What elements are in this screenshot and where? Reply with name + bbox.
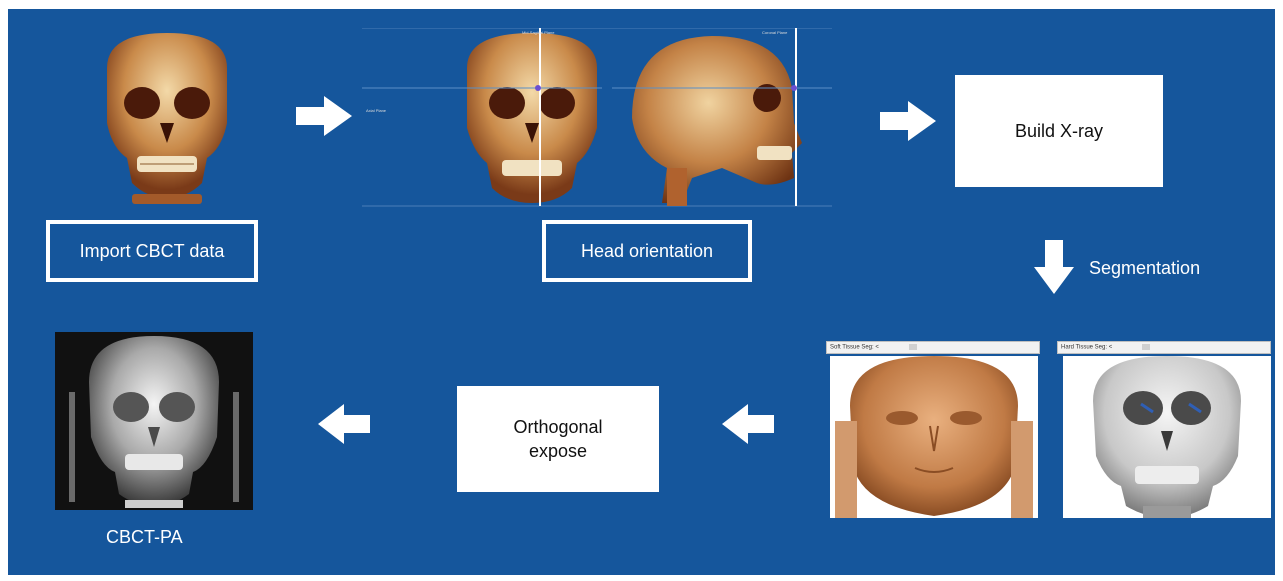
orthogonal-expose-text-line2: expose xyxy=(529,439,587,463)
hard-tissue-seg-label: Hard Tissue Seg: xyxy=(1061,345,1107,351)
arrow-left-icon xyxy=(318,404,370,444)
cbct-pa-xray-image xyxy=(55,332,253,510)
hard-tissue-seg-bar: Hard Tissue Seg: < xyxy=(1057,341,1271,354)
segmentation-label: Segmentation xyxy=(1089,258,1200,279)
soft-tissue-face-image xyxy=(830,356,1038,518)
axial-plane-label: Axial Plane xyxy=(366,108,386,113)
arrow-right-icon xyxy=(880,101,936,141)
head-orientation-image: Axial Plane Mid-Sagittal Plane Coronal P… xyxy=(362,28,832,208)
head-orientation-text: Head orientation xyxy=(581,241,713,262)
import-cbct-data-label: Import CBCT data xyxy=(46,220,258,282)
head-orientation-label: Head orientation xyxy=(542,220,752,282)
midsagittal-plane-label: Mid-Sagittal Plane xyxy=(522,30,554,35)
soft-tissue-seg-label: Soft Tissue Seg: xyxy=(830,345,874,351)
coronal-plane-label: Coronal Plane xyxy=(762,30,787,35)
build-xray-box: Build X-ray xyxy=(955,75,1163,187)
arrow-down-icon xyxy=(1034,240,1074,294)
import-cbct-data-text: Import CBCT data xyxy=(80,241,225,262)
orthogonal-expose-text-line1: Orthogonal xyxy=(513,415,602,439)
cbct-pa-label: CBCT-PA xyxy=(106,527,183,548)
orthogonal-expose-box: Orthogonal expose xyxy=(457,386,659,492)
arrow-right-icon xyxy=(296,96,352,136)
build-xray-text: Build X-ray xyxy=(1015,119,1103,143)
hard-tissue-skull-image xyxy=(1063,356,1271,518)
cbct-skull-3d-image xyxy=(92,28,242,208)
soft-tissue-seg-bar: Soft Tissue Seg: < xyxy=(826,341,1040,354)
arrow-left-icon xyxy=(722,404,774,444)
